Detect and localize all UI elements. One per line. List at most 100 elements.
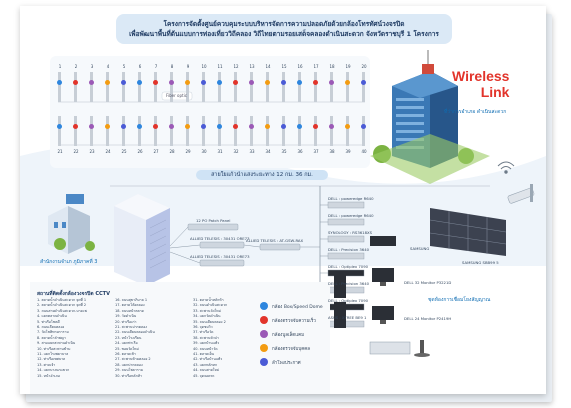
pole-number: 2 [74,64,78,69]
camera-dot-icon [297,80,302,85]
pole-number: 32 [233,149,239,154]
regional-office-label: สำนักงานจำเภ ภูมิภาคที่ 3 [40,259,98,265]
camera-dot-icon [233,80,238,85]
legend-swatch-icon [260,316,268,324]
camera-dot-icon [345,124,350,129]
pole-number: 30 [201,149,207,154]
legend-label: กล้องตรวจจับความเร็ว [272,318,316,324]
audio-mixer [369,340,430,357]
camera-dot-icon [57,80,62,85]
pole-number: 33 [249,149,255,154]
camera-dot-icon [329,80,334,85]
pole-number: 17 [313,64,319,69]
legend-item: กล้องบูลเล็ตแคม [260,330,304,338]
camera-list-item: 3. ถนนสายดำเนินสะดวก-บางแพ [37,308,87,313]
rack-unit-label: SYNOLOGY : RS3618XS [328,230,373,235]
street-pole [154,116,157,146]
camera-list-item: 12. ท่าเรือเทศบาล [37,357,66,362]
legend-item: กล้องตรวจจับความเร็ว [260,316,316,324]
camera-list-item: 39. แยกบ้านแพ้ว [193,341,220,346]
street-pole [74,116,77,146]
camera-dot-icon [361,80,366,85]
street-pole [298,72,301,102]
camera-list-item: 4. แยกตลาดดำเนิน [37,314,67,319]
camera-list-item: 8. ตลาดน้ำลำพญา [37,335,66,340]
street-pole [106,116,109,146]
street-pole [218,72,221,102]
camera-list-item: 29. ถนนโพธาราม [115,368,144,373]
legend-label: กล้อง Box/Speed Dome [272,304,323,310]
street-pole [362,116,365,146]
camera-list-item: 27. สะพานข้ามคลอง 2 [115,357,151,362]
legend-item: ลำโพงประกาศ [260,358,301,366]
rack-unit-label: DELL : Precision 3640 [328,247,370,252]
cable-distance-pill: สายใยแก้วนำแสงระยะทาง 12 กม. 36 กม. [196,170,328,180]
side-label-monitor-32: DELL 32 Monitor P3221D [404,280,452,285]
cctv-camera-icon [507,184,535,204]
camera-list-item: 11. แยกโรงพยาบาล [37,352,69,357]
street-pole [186,72,189,102]
street-pole [314,72,317,102]
pole-number: 39 [345,149,351,154]
pole-number: 3 [90,64,94,69]
switch-label-2: ALLIED TELESIS : AT-GSW-RAX [246,238,304,243]
street-pole [170,72,173,102]
pole-number: 14 [265,64,271,69]
camera-dot-icon [313,124,318,129]
camera-list-item: 33. สะพานวัดใหม่ [193,308,221,313]
pole-number: 1 [58,64,62,69]
pole-number: 27 [153,149,159,154]
street-pole [186,116,189,146]
title-line-2: เพื่อพัฒนาพื้นที่ต้นแบบการท่องเที่ยววิถี… [129,30,439,38]
rack-unit-label: DELL : Optiplex 7090 [328,298,369,303]
legend-swatch-icon [260,330,268,338]
legend-label: กล้องตรวจจับบุคคล [272,346,311,352]
pole-number: 23 [89,149,95,154]
pole-number: 22 [73,149,79,154]
camera-dot-icon [153,80,158,85]
street-pole [250,116,253,146]
pole-number: 25 [121,149,127,154]
street-pole [282,116,285,146]
camera-dot-icon [73,124,78,129]
camera-list-title: สถานที่ติดตั้งกล้องวงจรปิด CCTV [37,291,110,297]
district-building [370,50,490,184]
pole-number: 26 [137,149,143,154]
camera-list-item: 41. ตลาดเย็น [193,352,214,357]
camera-list-item: 32. ถนนดำเนินสะดวก [193,303,228,308]
pole-number: 34 [265,149,271,154]
wireless-word: Wireless [452,68,510,84]
pole-number: 4 [106,64,110,69]
camera-dot-icon [89,124,94,129]
camera-dot-icon [201,80,206,85]
camera-list-item: 13. ศาลเจ้า [37,362,56,367]
camera-dot-icon [89,80,94,85]
rack-unit-label: ASUS : XTREE BE9 1 [328,315,367,320]
camera-list-item: 16. ถนนสุขาภิบาล 1 [115,298,148,302]
rack-unit-label: DELL : poweredge R640 [328,213,374,218]
camera-list-panel [30,282,330,394]
pole-grid-panel [50,56,370,168]
camera-dot-icon [121,124,126,129]
pole-number: 28 [169,149,175,154]
camera-dot-icon [281,80,286,85]
camera-list-item: 22. ถนนเลียบคลองดำเนิน [115,330,155,335]
side-label-samsung: SAMSUNG [410,246,430,251]
wireless-link-label: Wireless Link [452,68,509,100]
switch-label-3: ALLIED TELESIS : 30431 ORE73 [190,254,250,259]
camera-list-item: 25. ซอยวัดใหม่ [115,346,139,351]
infographic-sheet: โครงการจัดตั้งศูนย์ควบคุมระบบบริหารจัดกา… [20,6,546,394]
camera-dot-icon [105,124,110,129]
camera-list-item: 30. ท่าเรือหลักห้า [115,373,142,378]
pole-number: 35 [281,149,287,154]
camera-list-item: 44. ถนนสายใหม่ [193,368,220,373]
street-pole [106,72,109,102]
street-pole [266,116,269,146]
camera-list-item: 15. หน้าอำเภอ [37,373,61,378]
camera-dot-icon [329,124,334,129]
camera-list-item: 6. ถนนเลียบคลอง [37,325,65,330]
pole-number: 21 [57,149,63,154]
camera-list-item: 18. ถนนหน้าตลาด [115,308,144,313]
